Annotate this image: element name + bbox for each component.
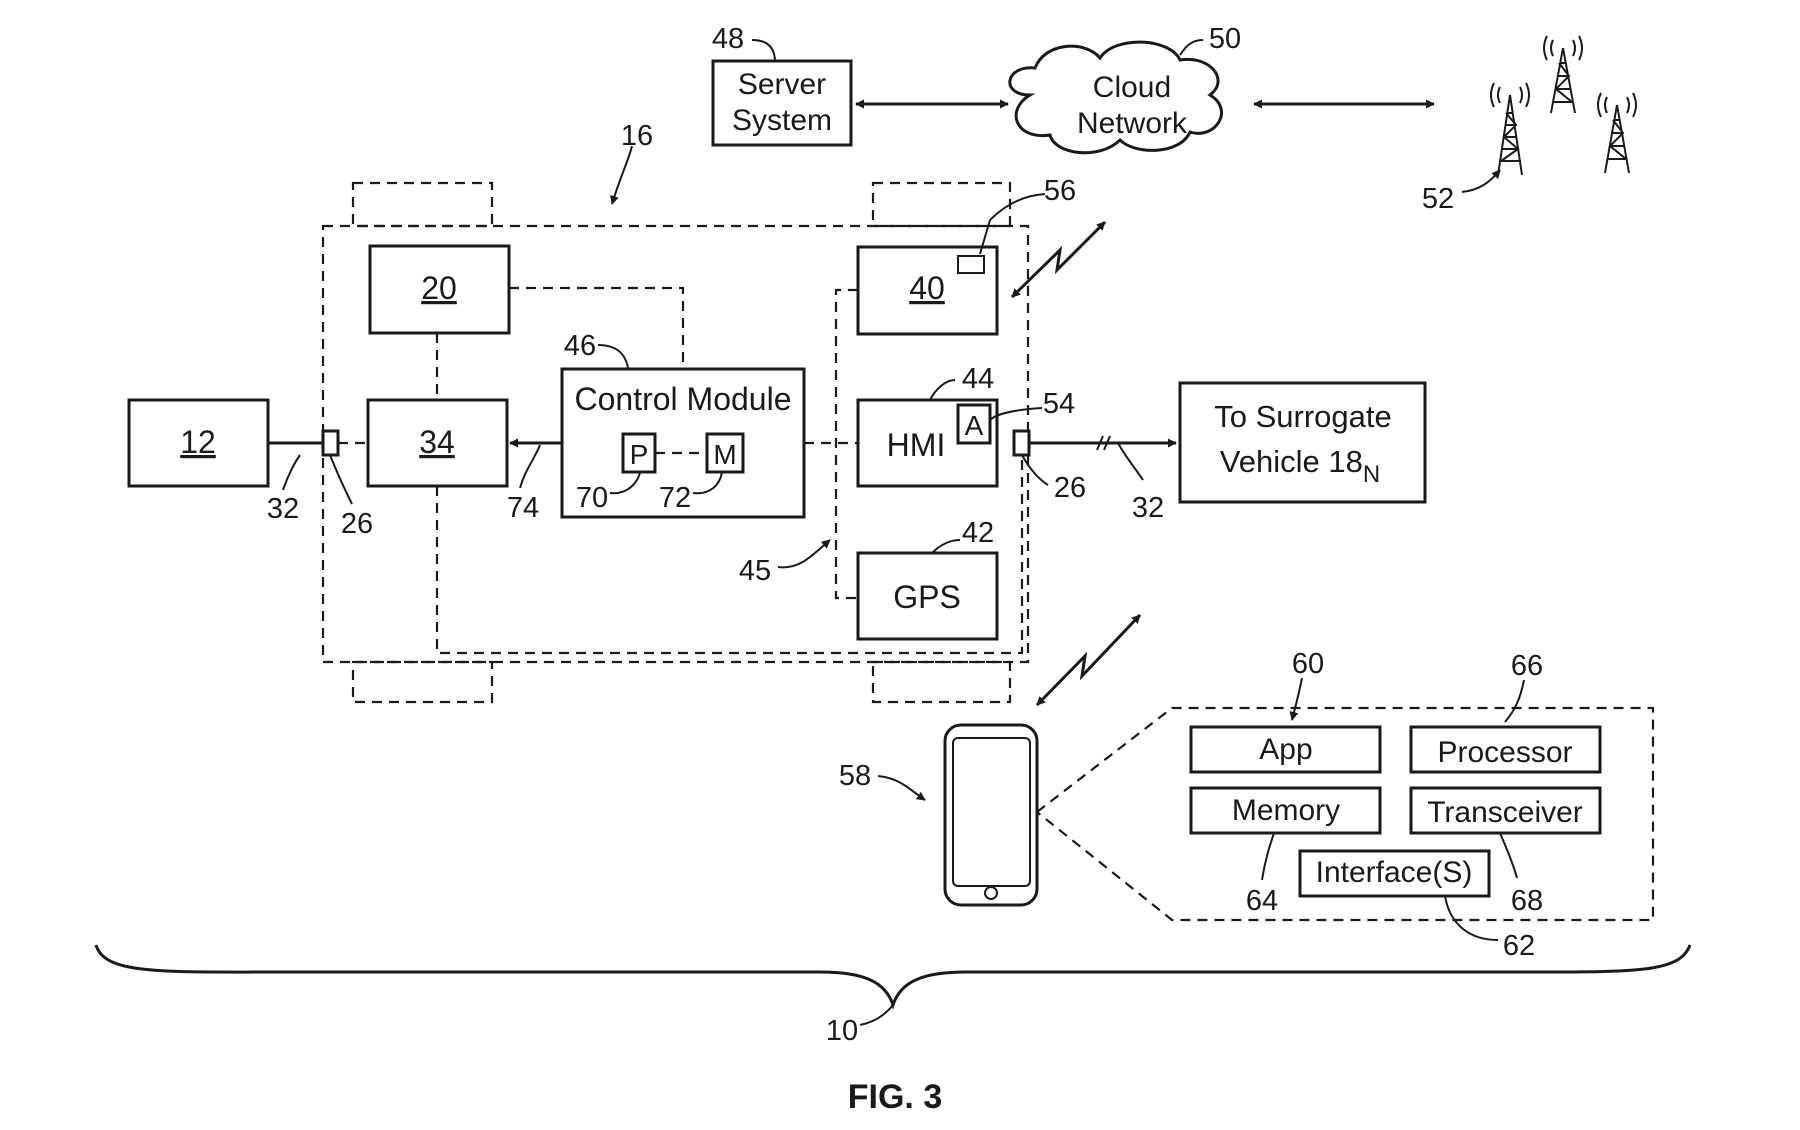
app-box	[1189, 725, 1382, 774]
wireless-link-56	[1010, 220, 1107, 299]
gps-box	[856, 551, 999, 641]
surrogate-vehicle-box	[1178, 381, 1427, 504]
cell-tower-icon	[1490, 82, 1530, 176]
cable-break	[1096, 435, 1111, 451]
ref-68: 68	[1511, 885, 1543, 917]
cloud-network-label-2: Network	[1077, 107, 1188, 140]
ref-60: 60	[1292, 648, 1324, 680]
box-40-label: 40	[909, 270, 945, 306]
cloud-network-label-1: Cloud	[1093, 71, 1171, 104]
surrogate-label-2: Vehicle 18N	[1220, 444, 1380, 488]
control-module-box	[560, 367, 806, 519]
link-20-control	[509, 286, 685, 369]
ref-26-left: 26	[341, 508, 373, 540]
ref-70: 70	[576, 482, 608, 514]
server-system-label-2: System	[732, 104, 832, 137]
vehicle-wheel-rear-top	[871, 181, 1012, 228]
ref-58: 58	[839, 760, 871, 792]
transceiver-box	[1409, 786, 1602, 835]
box-20-label: 20	[421, 270, 457, 306]
transceiver-label: Transceiver	[1427, 796, 1583, 829]
ref-26-right: 26	[1054, 472, 1086, 504]
box-12-label: 12	[180, 424, 216, 460]
system-brace	[94, 944, 1692, 1010]
antenna-56	[957, 255, 985, 274]
ref-10: 10	[826, 1015, 858, 1047]
server-system-box	[711, 59, 853, 147]
vehicle-wheel-rear-bottom	[871, 660, 1012, 704]
processor-box	[1409, 725, 1602, 774]
figure-caption: FIG. 3	[848, 1078, 942, 1116]
box-40	[856, 245, 999, 336]
ref-64: 64	[1246, 885, 1278, 917]
surrogate-label-2-main: Vehicle 18	[1220, 444, 1363, 479]
m-label: M	[713, 439, 736, 470]
interface-label: Interface(S)	[1316, 856, 1473, 889]
ref-32-right: 32	[1132, 492, 1164, 524]
smartphone-icon	[943, 723, 1039, 907]
p-label: P	[630, 439, 649, 470]
vehicle-wheel-front-bottom	[351, 660, 494, 704]
vehicle-wheel-front-top	[351, 181, 494, 228]
surrogate-label-1: To Surrogate	[1214, 399, 1392, 434]
ref-56: 56	[1044, 175, 1076, 207]
ref-74: 74	[507, 492, 539, 524]
leader-lines	[282, 39, 1525, 1026]
ref-48: 48	[712, 23, 744, 55]
ref-62: 62	[1503, 930, 1535, 962]
wireless-link-phone	[1035, 613, 1142, 707]
ref-66: 66	[1511, 650, 1543, 682]
bus-45	[834, 288, 858, 600]
ref-50: 50	[1209, 23, 1241, 55]
surrogate-label-2-subscript: N	[1363, 461, 1380, 488]
processor-label: Processor	[1437, 736, 1572, 769]
connector-26-left	[321, 429, 340, 457]
server-system-label-1: Server	[738, 68, 826, 101]
a-box	[956, 403, 992, 445]
box-34-label: 34	[419, 424, 455, 460]
cell-tower-icon	[1597, 92, 1637, 174]
ref-52: 52	[1422, 183, 1454, 215]
ref-54: 54	[1043, 388, 1075, 420]
a-label: A	[965, 410, 984, 441]
ref-32-left: 32	[267, 493, 299, 525]
memory-label: Memory	[1232, 794, 1340, 827]
interface-box	[1298, 849, 1491, 898]
box-12	[127, 398, 270, 488]
box-20	[368, 244, 511, 335]
link-34-bus	[435, 440, 1024, 655]
connector-26-right	[1012, 429, 1031, 457]
ref-45: 45	[739, 555, 771, 587]
memory-box	[1189, 786, 1382, 835]
phone-detail-callout	[1036, 706, 1655, 922]
ref-16: 16	[621, 120, 653, 152]
m-box	[705, 432, 745, 474]
control-module-label: Control Module	[575, 381, 792, 417]
box-34	[366, 398, 509, 488]
ref-46: 46	[564, 330, 596, 362]
gps-label: GPS	[893, 579, 961, 615]
cell-tower-icon	[1543, 35, 1583, 114]
app-label: App	[1259, 733, 1312, 766]
hmi-label: HMI	[887, 427, 946, 463]
ref-44: 44	[962, 363, 994, 395]
ref-72: 72	[659, 482, 691, 514]
cloud-shape	[1008, 40, 1223, 155]
ref-42: 42	[962, 517, 994, 549]
